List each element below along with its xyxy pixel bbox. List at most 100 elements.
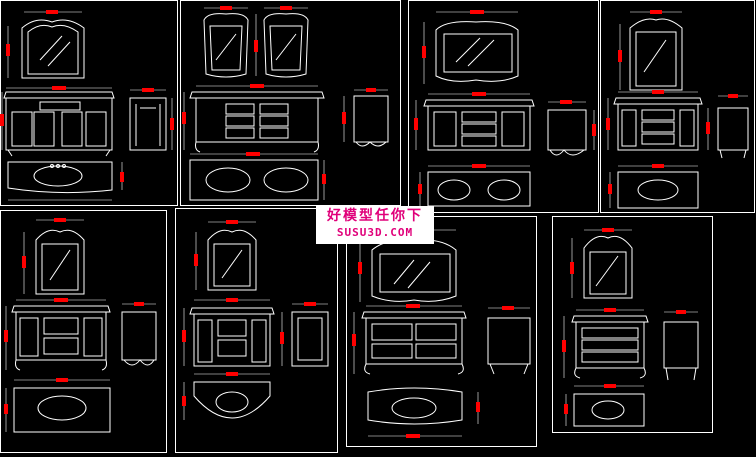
- tap: [56, 164, 60, 168]
- side-apron: [549, 149, 585, 156]
- basin: [37, 395, 87, 421]
- countertop: [571, 315, 649, 323]
- mirror-reflection: [393, 259, 431, 289]
- mirror-frame-left: [203, 13, 249, 78]
- top-view: [13, 387, 111, 433]
- cabinet-body: [5, 97, 113, 151]
- side-detail: [135, 104, 161, 146]
- drawer: [581, 327, 639, 339]
- door: [85, 111, 107, 147]
- drawer: [641, 121, 675, 133]
- drawer: [259, 127, 289, 139]
- cabinet-body: [617, 103, 699, 151]
- mirror-frame: [21, 19, 85, 79]
- vanity-drawing-7: [361, 239, 531, 425]
- vanity-drawing-8: [571, 235, 699, 427]
- countertop: [11, 305, 111, 313]
- top-view: [7, 161, 113, 194]
- mirror-frame: [629, 18, 683, 91]
- drawer: [461, 111, 497, 123]
- side-view: [717, 107, 749, 151]
- top-view: [427, 171, 531, 207]
- basin: [215, 391, 249, 413]
- drawer: [461, 123, 497, 135]
- vanity-drawing-5: [11, 229, 157, 433]
- drawer: [259, 103, 289, 115]
- tap: [62, 164, 66, 168]
- side-apron: [123, 359, 155, 366]
- side-legs: [719, 149, 747, 159]
- drawer: [217, 319, 247, 337]
- dims-drawing-8: [562, 228, 698, 426]
- top-view: [573, 393, 645, 427]
- tap: [50, 164, 54, 168]
- watermark-url: SUSU3D.COM: [336, 226, 414, 239]
- countertop: [3, 91, 115, 99]
- door: [19, 317, 103, 357]
- side-legs: [665, 367, 697, 381]
- mirror-reflection: [643, 39, 667, 73]
- basin: [205, 167, 251, 193]
- top-view: [367, 387, 463, 425]
- door: [11, 111, 33, 147]
- frame-1: [0, 0, 178, 206]
- top-view: [617, 171, 699, 209]
- drawer: [371, 323, 413, 341]
- side-view: [663, 321, 699, 369]
- side-view: [121, 311, 157, 361]
- cabinet-legs: [574, 367, 646, 379]
- dims-drawing-6: [182, 220, 328, 420]
- basin: [487, 179, 521, 201]
- door: [197, 319, 267, 363]
- door: [61, 111, 83, 147]
- side-panel: [297, 317, 323, 361]
- side-legs: [489, 363, 529, 375]
- basin: [263, 167, 309, 193]
- frame-3: [408, 0, 599, 213]
- mirror-glass: [589, 251, 627, 295]
- drawer: [43, 337, 79, 355]
- watermark-chinese: 好模型任你下: [327, 208, 423, 224]
- basin: [33, 165, 83, 187]
- mirror-reflection: [215, 33, 297, 61]
- countertop: [361, 311, 467, 319]
- vanity-drawing-6: [189, 229, 329, 419]
- cabinet-body: [15, 311, 107, 361]
- cabinet-body: [193, 313, 271, 367]
- frame-7: [346, 216, 537, 447]
- dims-drawing-2: [182, 6, 388, 200]
- drawer: [225, 127, 255, 139]
- mirror-frame: [35, 229, 85, 295]
- mirror-reflection: [455, 37, 495, 67]
- door: [33, 111, 55, 147]
- cabinet-legs: [15, 359, 107, 371]
- vanity-drawing-2: [189, 13, 389, 201]
- side-view: [291, 311, 329, 367]
- vanity-drawing-1: [3, 19, 167, 194]
- drawer: [641, 133, 675, 145]
- vanity-drawing-4: [613, 18, 749, 209]
- cabinet-legs: [195, 141, 319, 153]
- watermark: 好模型任你下 SUSU3D.COM: [316, 206, 434, 244]
- side-view: [129, 97, 167, 151]
- drawer: [415, 343, 457, 359]
- cabinet-body: [575, 321, 645, 369]
- basin: [437, 179, 471, 201]
- mirror-glass: [635, 31, 677, 87]
- basin: [637, 179, 679, 201]
- mirror-reflection: [221, 249, 243, 279]
- drawer: [259, 115, 289, 127]
- mirror-glass-left: [209, 25, 243, 71]
- vanity-drawing-3: [423, 21, 587, 207]
- cabinet-legs: [364, 363, 464, 375]
- drawer: [461, 135, 497, 147]
- side-apron: [355, 141, 387, 147]
- cabinet-body: [365, 317, 463, 365]
- drawer: [225, 103, 255, 115]
- dims-drawing-4: [606, 10, 748, 208]
- mirror-glass: [379, 253, 451, 293]
- mirror-frame: [435, 21, 519, 82]
- dims-drawing-5: [4, 218, 156, 432]
